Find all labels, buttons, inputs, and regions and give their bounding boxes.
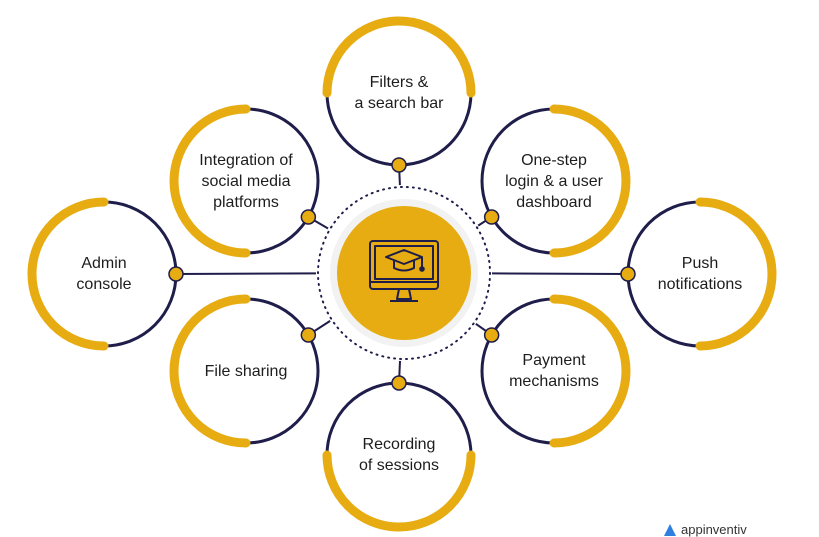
node-push-notifications xyxy=(620,197,777,351)
node-file-sharing xyxy=(169,294,320,448)
node-one-step-login xyxy=(480,104,631,258)
connection-dot-push-notifications xyxy=(620,266,636,282)
node-label-one-step-login: One-step login & a user dashboard xyxy=(505,151,603,211)
monitor-graduation-cap-icon xyxy=(369,240,439,302)
node-label-payment: Payment mechanisms xyxy=(509,352,599,390)
hub-core xyxy=(337,206,471,340)
connection-dot-admin-console xyxy=(168,266,184,282)
node-admin-console xyxy=(27,197,184,351)
brand-name: appinventiv xyxy=(681,522,747,537)
node-arc-recording xyxy=(322,450,476,532)
connection-dot-payment xyxy=(483,327,500,343)
node-arc-file-sharing xyxy=(169,294,251,448)
node-label-file-sharing: File sharing xyxy=(204,362,288,380)
appinventiv-logo-icon xyxy=(664,523,676,536)
connection-dot-file-sharing xyxy=(300,327,317,343)
node-arc-social-integration xyxy=(169,104,251,258)
connection-dot-social-integration xyxy=(300,209,317,225)
connection-dot-one-step-login xyxy=(483,209,500,225)
node-label-admin-console: Admin console xyxy=(76,255,132,293)
node-arc-one-step-login xyxy=(549,104,631,258)
node-label-recording: Recording of sessions xyxy=(358,436,440,474)
node-label-social-integration: Integration of social media platforms xyxy=(199,151,293,211)
node-arc-admin-console xyxy=(27,197,109,351)
node-social-integration xyxy=(169,104,320,258)
connector-admin-console xyxy=(175,272,317,275)
node-arc-payment xyxy=(549,294,631,448)
node-label-push-notifications: Push notifications xyxy=(657,255,743,293)
node-layer xyxy=(27,16,777,532)
node-filters xyxy=(322,16,476,173)
node-arc-filters xyxy=(322,16,476,98)
node-recording xyxy=(322,375,476,532)
connection-dot-filters xyxy=(391,157,407,173)
hub-dotted-ring xyxy=(317,186,491,360)
connection-dot-recording xyxy=(391,375,407,391)
connector-push-notifications xyxy=(491,272,629,275)
center-hub xyxy=(317,186,491,360)
brand: appinventiv xyxy=(664,522,747,537)
node-label-filters: Filters & a search bar xyxy=(354,74,444,112)
node-payment xyxy=(480,294,631,448)
node-arc-push-notifications xyxy=(695,197,777,351)
